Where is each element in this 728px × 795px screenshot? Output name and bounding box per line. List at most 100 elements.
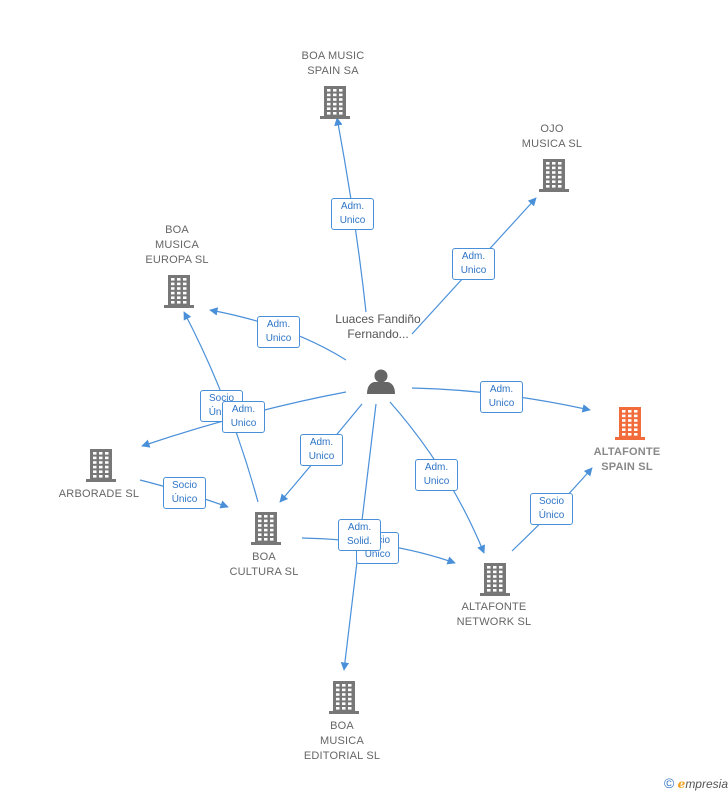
- building-window: [558, 180, 562, 183]
- building-window: [348, 702, 352, 705]
- node-label-ojo-musica[interactable]: OJO MUSICA SL: [521, 123, 583, 150]
- building-window: [270, 524, 274, 527]
- building-window: [342, 707, 346, 710]
- building-window: [258, 515, 262, 518]
- building-window: [264, 538, 268, 541]
- building-window: [93, 456, 97, 460]
- building-window: [342, 702, 346, 705]
- building-window: [93, 470, 97, 473]
- building-window: [171, 282, 175, 286]
- building-window: [93, 475, 97, 478]
- building-window: [258, 528, 262, 532]
- node-label-boa-music-spain[interactable]: BOA MUSIC SPAIN SA: [301, 50, 365, 77]
- building-window: [499, 589, 503, 592]
- node-label-altafonte-network[interactable]: ALTAFONTE NETWORK SL: [456, 601, 532, 628]
- building-window: [264, 533, 268, 536]
- building-window: [333, 107, 337, 110]
- building-window: [622, 414, 626, 418]
- building-window: [99, 475, 103, 478]
- building-window: [552, 166, 556, 170]
- building-window: [339, 89, 343, 92]
- building-window: [558, 185, 562, 188]
- building-window: [348, 707, 352, 710]
- edge-label-adm-unico: Adm. Unico: [300, 434, 343, 466]
- building-window: [336, 684, 340, 687]
- building-window: [264, 515, 268, 518]
- building-window: [622, 428, 626, 431]
- building-window: [552, 162, 556, 165]
- building-window: [336, 697, 340, 701]
- building-window: [487, 570, 491, 574]
- edge-label-adm-unico: Adm. Unico: [452, 248, 495, 280]
- building-window: [342, 684, 346, 687]
- building-window: [270, 528, 274, 532]
- building-window: [622, 410, 626, 413]
- building-window: [487, 575, 491, 578]
- building-window: [493, 579, 497, 583]
- building-window: [493, 566, 497, 569]
- building-window: [339, 93, 343, 97]
- building-window: [333, 102, 337, 106]
- node-label-arborade[interactable]: ARBORADE SL: [58, 488, 140, 500]
- building-window: [93, 465, 97, 469]
- building-window: [499, 579, 503, 583]
- building-window: [628, 414, 632, 418]
- building-window: [264, 524, 268, 527]
- building-window: [499, 566, 503, 569]
- building-window: [552, 175, 556, 179]
- building-window: [327, 107, 331, 110]
- footer-brand: © empresia: [664, 775, 728, 791]
- building-window: [546, 180, 550, 183]
- building-window: [493, 589, 497, 592]
- building-window: [270, 515, 274, 518]
- building-window: [546, 171, 550, 174]
- node-label-boa-musica-europa[interactable]: BOA MUSICA EUROPA SL: [145, 224, 209, 266]
- node-label-altafonte-spain[interactable]: ALTAFONTE SPAIN SL: [593, 446, 661, 473]
- building-window: [270, 538, 274, 541]
- building-window: [342, 697, 346, 701]
- node-label-boa-cultura[interactable]: BOA CULTURA SL: [229, 551, 299, 578]
- building-window: [628, 410, 632, 413]
- building-window: [634, 414, 638, 418]
- building-window: [327, 102, 331, 106]
- building-window: [177, 296, 181, 299]
- building-window: [99, 456, 103, 460]
- building-window: [342, 688, 346, 692]
- building-window: [552, 185, 556, 188]
- building-window: [336, 688, 340, 692]
- building-window: [487, 566, 491, 569]
- building-window: [264, 519, 268, 523]
- building-window: [171, 291, 175, 295]
- building-window: [339, 102, 343, 106]
- node-label-boa-musica-editorial[interactable]: BOA MUSICA EDITORIAL SL: [303, 720, 381, 762]
- person-label[interactable]: Luaces Fandiño Fernando...: [335, 312, 421, 341]
- building-window: [493, 570, 497, 574]
- building-window: [558, 162, 562, 165]
- building-window: [183, 301, 187, 304]
- building-window: [558, 175, 562, 179]
- building-window: [499, 570, 503, 574]
- building-window: [105, 470, 109, 473]
- building-window: [333, 112, 337, 115]
- building-window: [546, 166, 550, 170]
- building-window: [105, 475, 109, 478]
- person-icon: [367, 369, 395, 394]
- building-window: [622, 433, 626, 436]
- edge-label-socio-unico: Socio Único: [530, 493, 573, 525]
- building-window: [487, 579, 491, 583]
- building-window: [105, 456, 109, 460]
- building-window: [499, 575, 503, 578]
- edge-label-adm-solid: Adm. Solid.: [338, 519, 381, 551]
- building-window: [93, 452, 97, 455]
- building-window: [628, 428, 632, 431]
- building-window: [622, 423, 626, 427]
- building-window: [634, 428, 638, 431]
- building-window: [336, 707, 340, 710]
- building-window: [333, 93, 337, 97]
- building-window: [342, 693, 346, 696]
- building-window: [348, 697, 352, 701]
- building-window: [348, 693, 352, 696]
- building-window: [634, 410, 638, 413]
- building-window: [558, 166, 562, 170]
- building-window: [634, 423, 638, 427]
